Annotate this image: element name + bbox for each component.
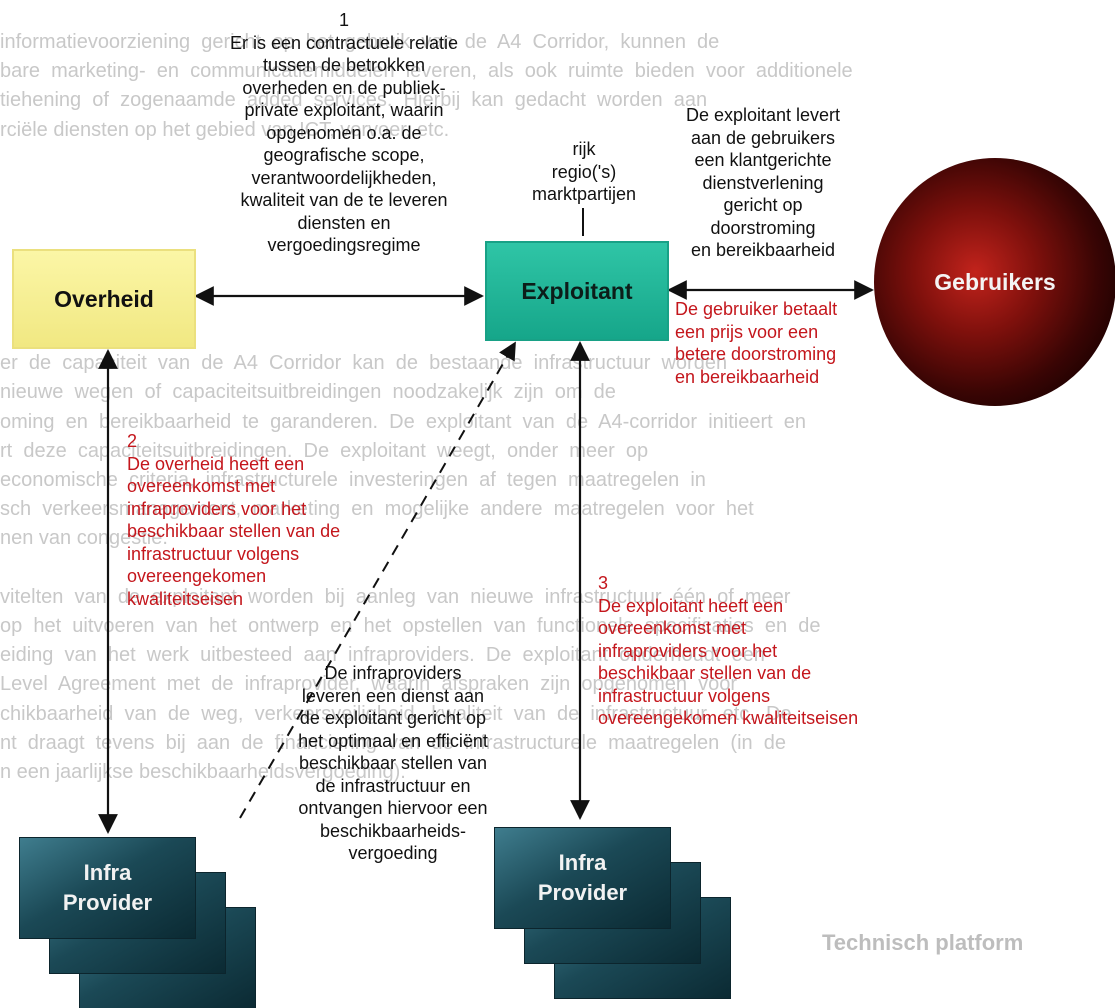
annotation-line: ontvangen hiervoor een [298, 798, 488, 818]
background-line: tiehening of zogenaamde added services. … [0, 89, 708, 112]
annotation-line: overheden en de publiek- [242, 77, 446, 98]
infra-left-line-1: Infra [83, 860, 132, 885]
background-line: rciële diensten op het gebied van ICT, v… [0, 118, 450, 141]
connector-lines [98, 208, 874, 834]
annotation-line: geografische scope, [263, 145, 425, 165]
background-line: Level Agreement met de infraprovider, wa… [0, 673, 738, 696]
background-line: chikbaarheid van de weg, verkeersveiligh… [0, 702, 792, 725]
annotation-line: beschikbaarheids- [319, 820, 467, 841]
annotation-line: beschikbaar stellen van de [127, 521, 341, 541]
annotation-line: verantwoordelijkheden, [251, 167, 437, 188]
annotation-line: een prijs voor een [675, 321, 819, 342]
annotation-line: Er is een contractuele relatie [229, 32, 459, 53]
background-line: economische criteria, infrastructurele i… [0, 469, 706, 491]
background-line: informatievoorziening gericht op het geb… [0, 31, 720, 53]
stakeholder-label: marktpartijen [531, 184, 637, 204]
annotation-line: en bereikbaarheid [675, 366, 820, 387]
background-line: nieuwe wegen of capaciteitsuitbreidingen… [0, 381, 616, 404]
dashed-arrow-infra-exploitant [239, 341, 516, 819]
infra-right-line-2: Provider [537, 880, 628, 905]
annotation-line: overeenkomst met [127, 476, 276, 496]
exploitant-node: Exploitant [485, 241, 669, 341]
annotation-line: opgenomen o.a. de [266, 122, 422, 143]
overheid-node: Overheid [12, 249, 196, 349]
annotation-number: 2 [127, 431, 138, 451]
annotation-line: betere doorstroming [675, 344, 837, 364]
stakeholder-label: rijk [572, 139, 596, 159]
annotation-line: vergoedingsregime [267, 235, 421, 255]
annotation-line: infrastructuur volgens [598, 685, 771, 706]
annotation-line: overeengekomen kwaliteitseisen [598, 708, 859, 728]
annotation-line: De overheid heeft een [127, 453, 305, 474]
annotation-line: private exploitant, waarin [244, 100, 444, 120]
annotation-line: en bereikbaarheid [690, 240, 836, 260]
background-line: n een jaarlijkse beschikbaarheidsvergoed… [0, 761, 406, 783]
annotation-line: doorstroming [710, 217, 816, 238]
annotation-line: kwaliteit van de te leveren [240, 190, 448, 210]
annotation-line: De gebruiker betaalt [675, 299, 838, 319]
annotation-number: 3 [598, 573, 609, 593]
background-line: eiding van het werk uitbesteed aan infra… [0, 644, 765, 667]
annotation-line: kwaliteitseisen [127, 588, 244, 609]
annotation-line: vergoeding [348, 843, 438, 863]
annotation-line: het optimaal en efficiënt [298, 730, 488, 751]
annotation-line: de exploitant gericht op [299, 708, 487, 728]
annotation-line: overeengekomen [127, 566, 267, 586]
annotation-line: infraproviders voor het [598, 640, 778, 661]
background-text: informatievoorziening gericht op het geb… [0, 31, 1024, 955]
annotation-line: gericht op [723, 195, 803, 215]
annotation-line: overeenkomst met [598, 618, 747, 638]
annotation-line: infrastructuur volgens [127, 543, 300, 564]
annotation-line: infraproviders voor het [127, 498, 307, 519]
infra-right-line-1: Infra [558, 850, 607, 875]
annotation-line: beschikbaar stellen van de [598, 663, 812, 683]
background-line: bare marketing- en communicatiemiddelen … [0, 60, 853, 83]
annotation-line: dienstverlening [702, 172, 824, 193]
background-heading: Technisch platform [822, 930, 1024, 955]
annotation-line: leveren een dienst aan [301, 685, 485, 706]
annotation-line: De exploitant levert [685, 105, 841, 125]
annotation-line: beschikbaar stellen van [298, 753, 488, 773]
annotation-line: De exploitant heeft een [598, 595, 784, 616]
annotation-line: aan de gebruikers [690, 127, 836, 148]
annotation-line: de infrastructuur en [315, 775, 471, 796]
background-line: sch verkeersmanagement, marketing en mog… [0, 498, 754, 521]
annotation-number: 1 [338, 10, 349, 30]
infra-left-line-2: Provider [62, 890, 153, 915]
annotation-line: een klantgerichte [694, 150, 832, 170]
annotation-line: diensten en [297, 212, 391, 233]
stakeholder-label: regio('s) [551, 161, 617, 182]
annotation-line: tussen de betrokken [262, 55, 426, 75]
annotation-line: De infraproviders [324, 663, 462, 683]
gebruikers-node: Gebruikers [874, 158, 1115, 406]
